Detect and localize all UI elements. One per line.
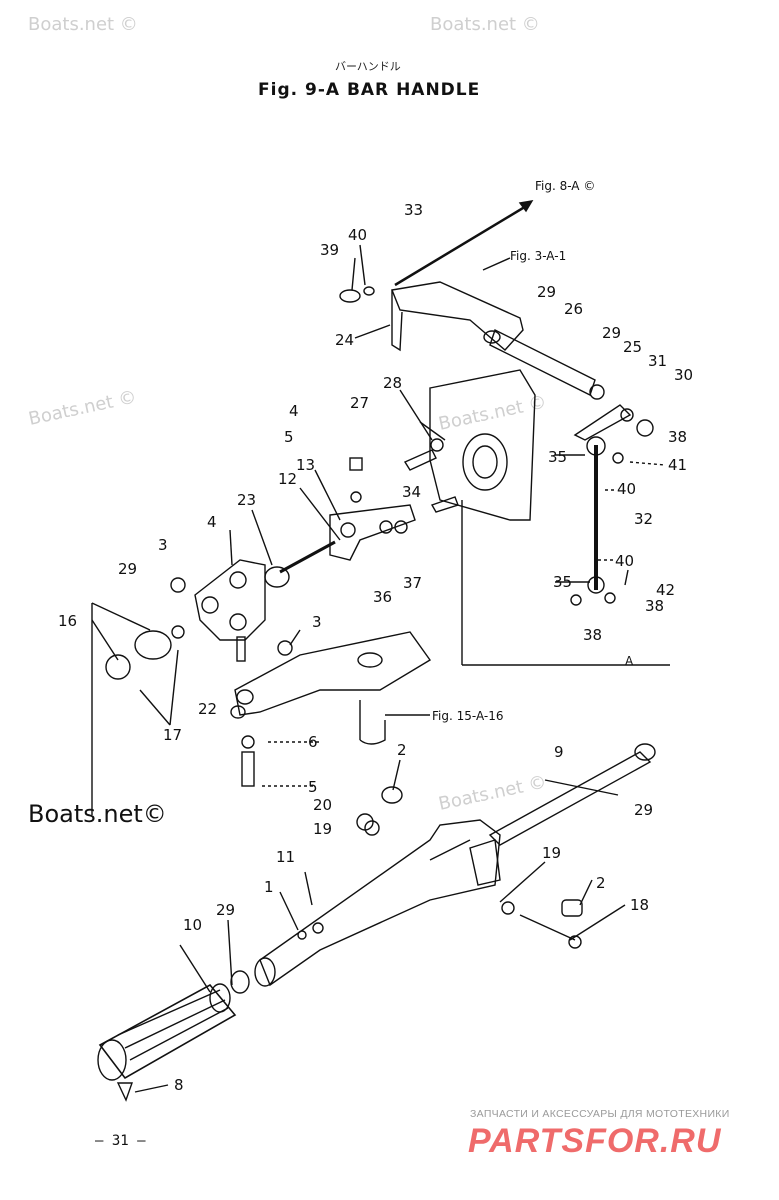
shop-text: ЗАПЧАСТИ И АКСЕССУАРЫ ДЛЯ МОТОТЕХНИКИ (470, 1108, 730, 1120)
part-label: 30 (674, 366, 693, 384)
part-label: 2 (596, 874, 606, 892)
part-label: 5 (284, 428, 294, 446)
watermark: Boats.net © (28, 14, 138, 35)
watermark: Boats.net © (437, 392, 549, 435)
diagram-line-art (91, 200, 670, 1102)
part-label: 24 (335, 331, 354, 349)
part-label: 29 (602, 324, 621, 342)
part-label: 1 (264, 878, 274, 896)
part-label: 16 (58, 612, 77, 630)
part-label: 35 (553, 573, 572, 591)
part-label: 32 (634, 510, 653, 528)
part-label: 35 (548, 448, 567, 466)
part-label: 40 (348, 226, 367, 244)
part-label: 38 (583, 626, 602, 644)
part-label: 18 (630, 896, 649, 914)
brand-logo: PARTSFOR.RU (468, 1122, 722, 1160)
part-label: 10 (183, 916, 202, 934)
part-label: 34 (402, 483, 421, 501)
page-number: – 31 – (95, 1133, 146, 1149)
part-label: 17 (163, 726, 182, 744)
part-label: 5 (308, 778, 318, 796)
part-label: 22 (198, 700, 217, 718)
part-label: 29 (634, 801, 653, 819)
part-label: 29 (537, 283, 556, 301)
watermark: Boats.net © (27, 387, 139, 430)
part-label: 4 (289, 402, 299, 420)
part-label: 26 (564, 300, 583, 318)
part-label: 9 (554, 743, 564, 761)
part-label: 41 (668, 456, 687, 474)
part-label: 27 (350, 394, 369, 412)
part-label: 23 (237, 491, 256, 509)
part-label: 42 (656, 581, 675, 599)
watermark-big: Boats.net© (28, 800, 167, 828)
fig-reference-15a16: Fig. 15-A-16 (432, 709, 504, 723)
fig-reference-3a1: Fig. 3-A-1 (510, 249, 566, 263)
part-label: 29 (216, 901, 235, 919)
part-label: 19 (542, 844, 561, 862)
part-label: 39 (320, 241, 339, 259)
part-label: 2 (397, 741, 407, 759)
arrow-a-label: A (625, 654, 634, 668)
part-label: 38 (645, 597, 664, 615)
part-label: 13 (296, 456, 315, 474)
part-label: 19 (313, 820, 332, 838)
part-label: 40 (615, 552, 634, 570)
part-label: 33 (404, 201, 423, 219)
part-label: 8 (174, 1076, 184, 1094)
part-label: 6 (308, 733, 318, 751)
watermark: Boats.net © (437, 772, 549, 815)
part-label: 11 (276, 848, 295, 866)
japanese-title: バーハンドル (335, 60, 401, 73)
part-number-labels: 33 40 39 24 29 26 29 25 31 30 28 27 4 5 … (58, 201, 693, 1094)
part-label: 12 (278, 470, 297, 488)
part-label: 31 (648, 352, 667, 370)
part-label: 4 (207, 513, 217, 531)
watermark: Boats.net © (430, 14, 540, 35)
part-label: 3 (312, 613, 322, 631)
figure-title: Fig. 9-A BAR HANDLE (258, 80, 481, 100)
fig-reference-8a: Fig. 8-A © (535, 179, 595, 193)
part-label: 25 (623, 338, 642, 356)
part-label: 29 (118, 560, 137, 578)
part-label: 40 (617, 480, 636, 498)
part-label: 36 (373, 588, 392, 606)
part-label: 3 (158, 536, 168, 554)
part-label: 38 (668, 428, 687, 446)
part-label: 20 (313, 796, 332, 814)
part-label: 37 (403, 574, 422, 592)
part-label: 28 (383, 374, 402, 392)
